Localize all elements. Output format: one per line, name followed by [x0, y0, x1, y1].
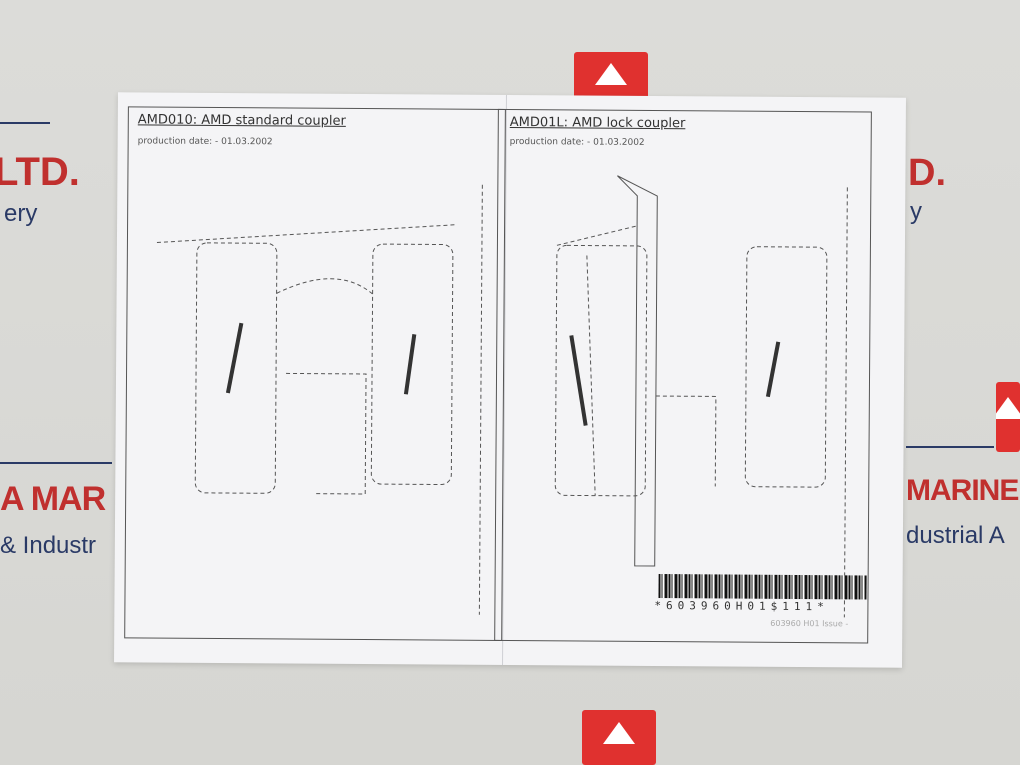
bg-brand-text: LTD.: [0, 150, 80, 194]
bg-brand-text: MARINE: [906, 474, 1019, 507]
bg-sub-text: ery: [4, 200, 38, 227]
bg-sub-text: & Industr: [0, 532, 97, 559]
divider: [0, 462, 112, 464]
barcode: [658, 574, 867, 600]
bg-sub-text: dustrial A: [906, 522, 1005, 549]
coupler-drawings: [156, 175, 848, 618]
bg-sub-text: y: [910, 198, 922, 225]
logo-icon: [996, 382, 1020, 452]
bg-brand-text: A MAR: [0, 480, 106, 518]
bg-brand-text: D.: [908, 152, 946, 194]
technical-drawing-sheet: AMD010: AMD standard coupler production …: [114, 92, 906, 668]
divider: [906, 446, 994, 448]
footnote: 603960 H01 Issue -: [770, 618, 849, 629]
logo-icon: [582, 710, 656, 765]
divider: [0, 122, 50, 124]
barcode-number: *603960H01$111*: [654, 599, 829, 614]
